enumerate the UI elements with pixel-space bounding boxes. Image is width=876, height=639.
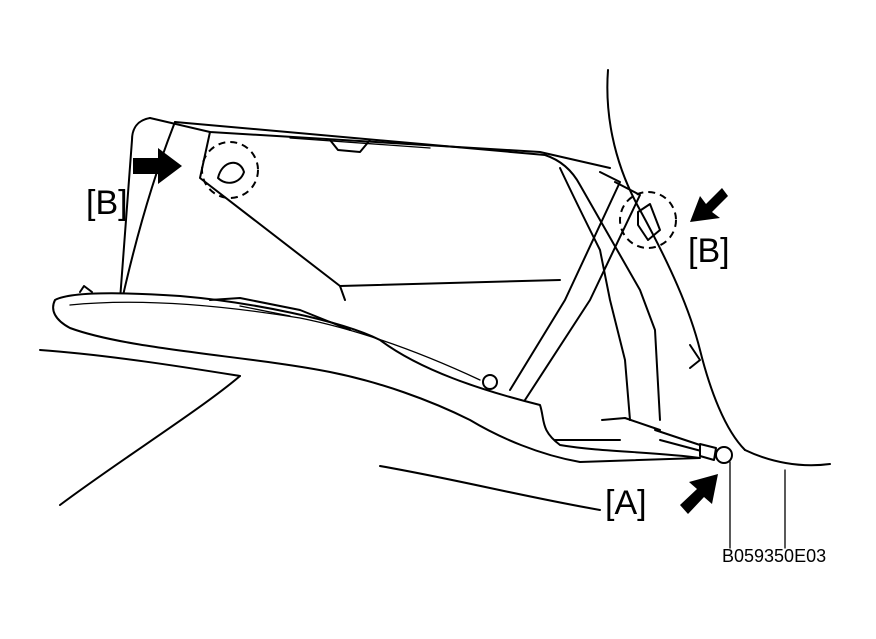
arrow-b-left-icon [133,148,182,184]
figure-code: B059350E03 [722,546,826,566]
clip-b-left-icon [201,141,259,199]
label-b-right: [B] [688,232,730,270]
label-b-left: [B] [86,184,128,222]
arrow-a-icon [680,474,718,514]
arrow-b-right-icon [690,188,728,222]
dashboard-outline [39,69,831,549]
glovebox-door [52,285,701,463]
glovebox-compartment [121,121,701,441]
clip-b-right-icon [619,191,677,249]
screw-a-icon [654,429,733,549]
label-a: [A] [605,484,647,522]
